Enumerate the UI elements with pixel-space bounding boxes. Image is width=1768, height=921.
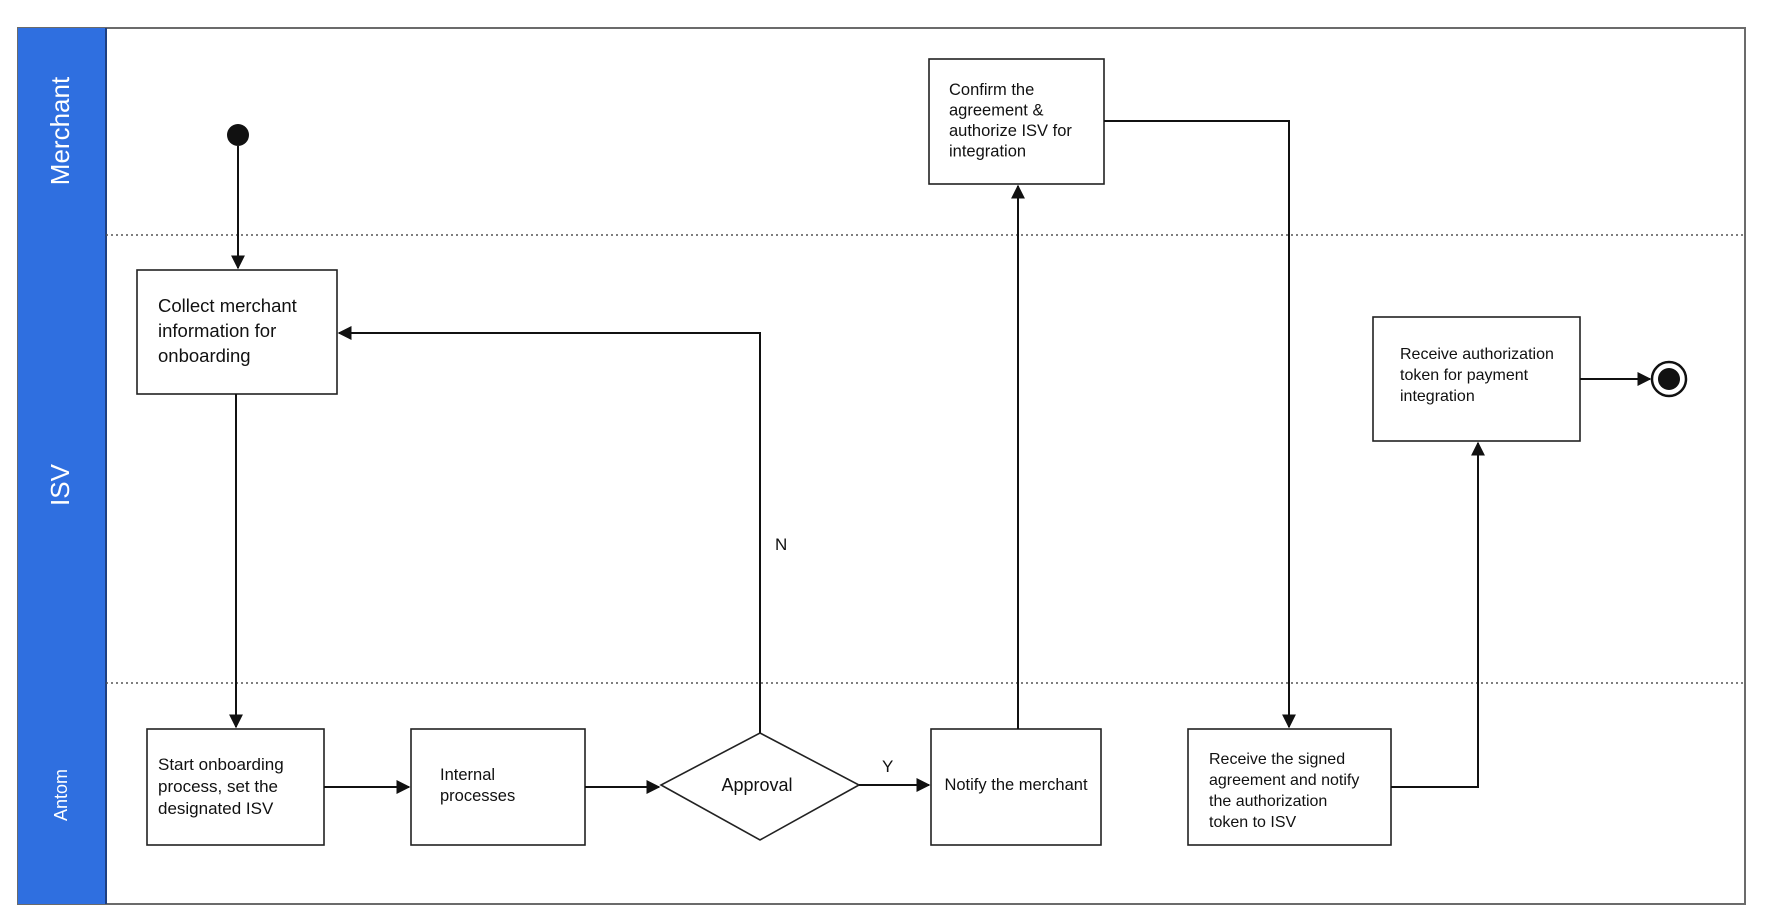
box-receive-signed xyxy=(1187,728,1392,846)
edge-label-no: N xyxy=(775,535,787,554)
confirm-agreement-text: Confirm the agreement & authorize ISV fo… xyxy=(949,81,1077,161)
notify-merchant-text: Notify the merchant xyxy=(944,776,1087,794)
edge-label-yes: Y xyxy=(882,757,893,776)
lane-label-isv: ISV xyxy=(45,463,75,506)
lane-header-antom xyxy=(18,683,106,904)
start-node xyxy=(227,124,249,146)
decision-approval xyxy=(659,732,861,841)
box-receive-token xyxy=(1372,316,1581,442)
lane-label-antom: Antom xyxy=(51,769,71,821)
receive-token-text: Receive authorization token for payment … xyxy=(1400,346,1558,405)
end-node xyxy=(1650,360,1688,398)
box-collect-info xyxy=(136,269,338,395)
internal-processes-text: Internal processes xyxy=(440,766,515,805)
start-onboarding-text: Start onboarding process, set the design… xyxy=(158,755,288,818)
box-internal-processes xyxy=(410,728,586,846)
flow-confirm-to-receive-signed xyxy=(1104,120,1296,729)
lane-header-isv xyxy=(18,235,106,683)
receive-signed-text: Receive the signed agreement and notify … xyxy=(1209,751,1364,831)
flow-approval-no-to-collect xyxy=(337,326,761,733)
box-notify-merchant xyxy=(930,728,1102,846)
lane-label-merchant: Merchant xyxy=(45,76,75,185)
flow-receive-signed-to-token xyxy=(1391,441,1485,788)
collect-info-text: Collect merchant information for onboard… xyxy=(158,295,302,366)
box-confirm-agreement xyxy=(928,58,1105,185)
box-start-onboarding xyxy=(146,728,325,846)
lane-header-merchant xyxy=(18,28,106,235)
approval-text: Approval xyxy=(721,775,792,795)
